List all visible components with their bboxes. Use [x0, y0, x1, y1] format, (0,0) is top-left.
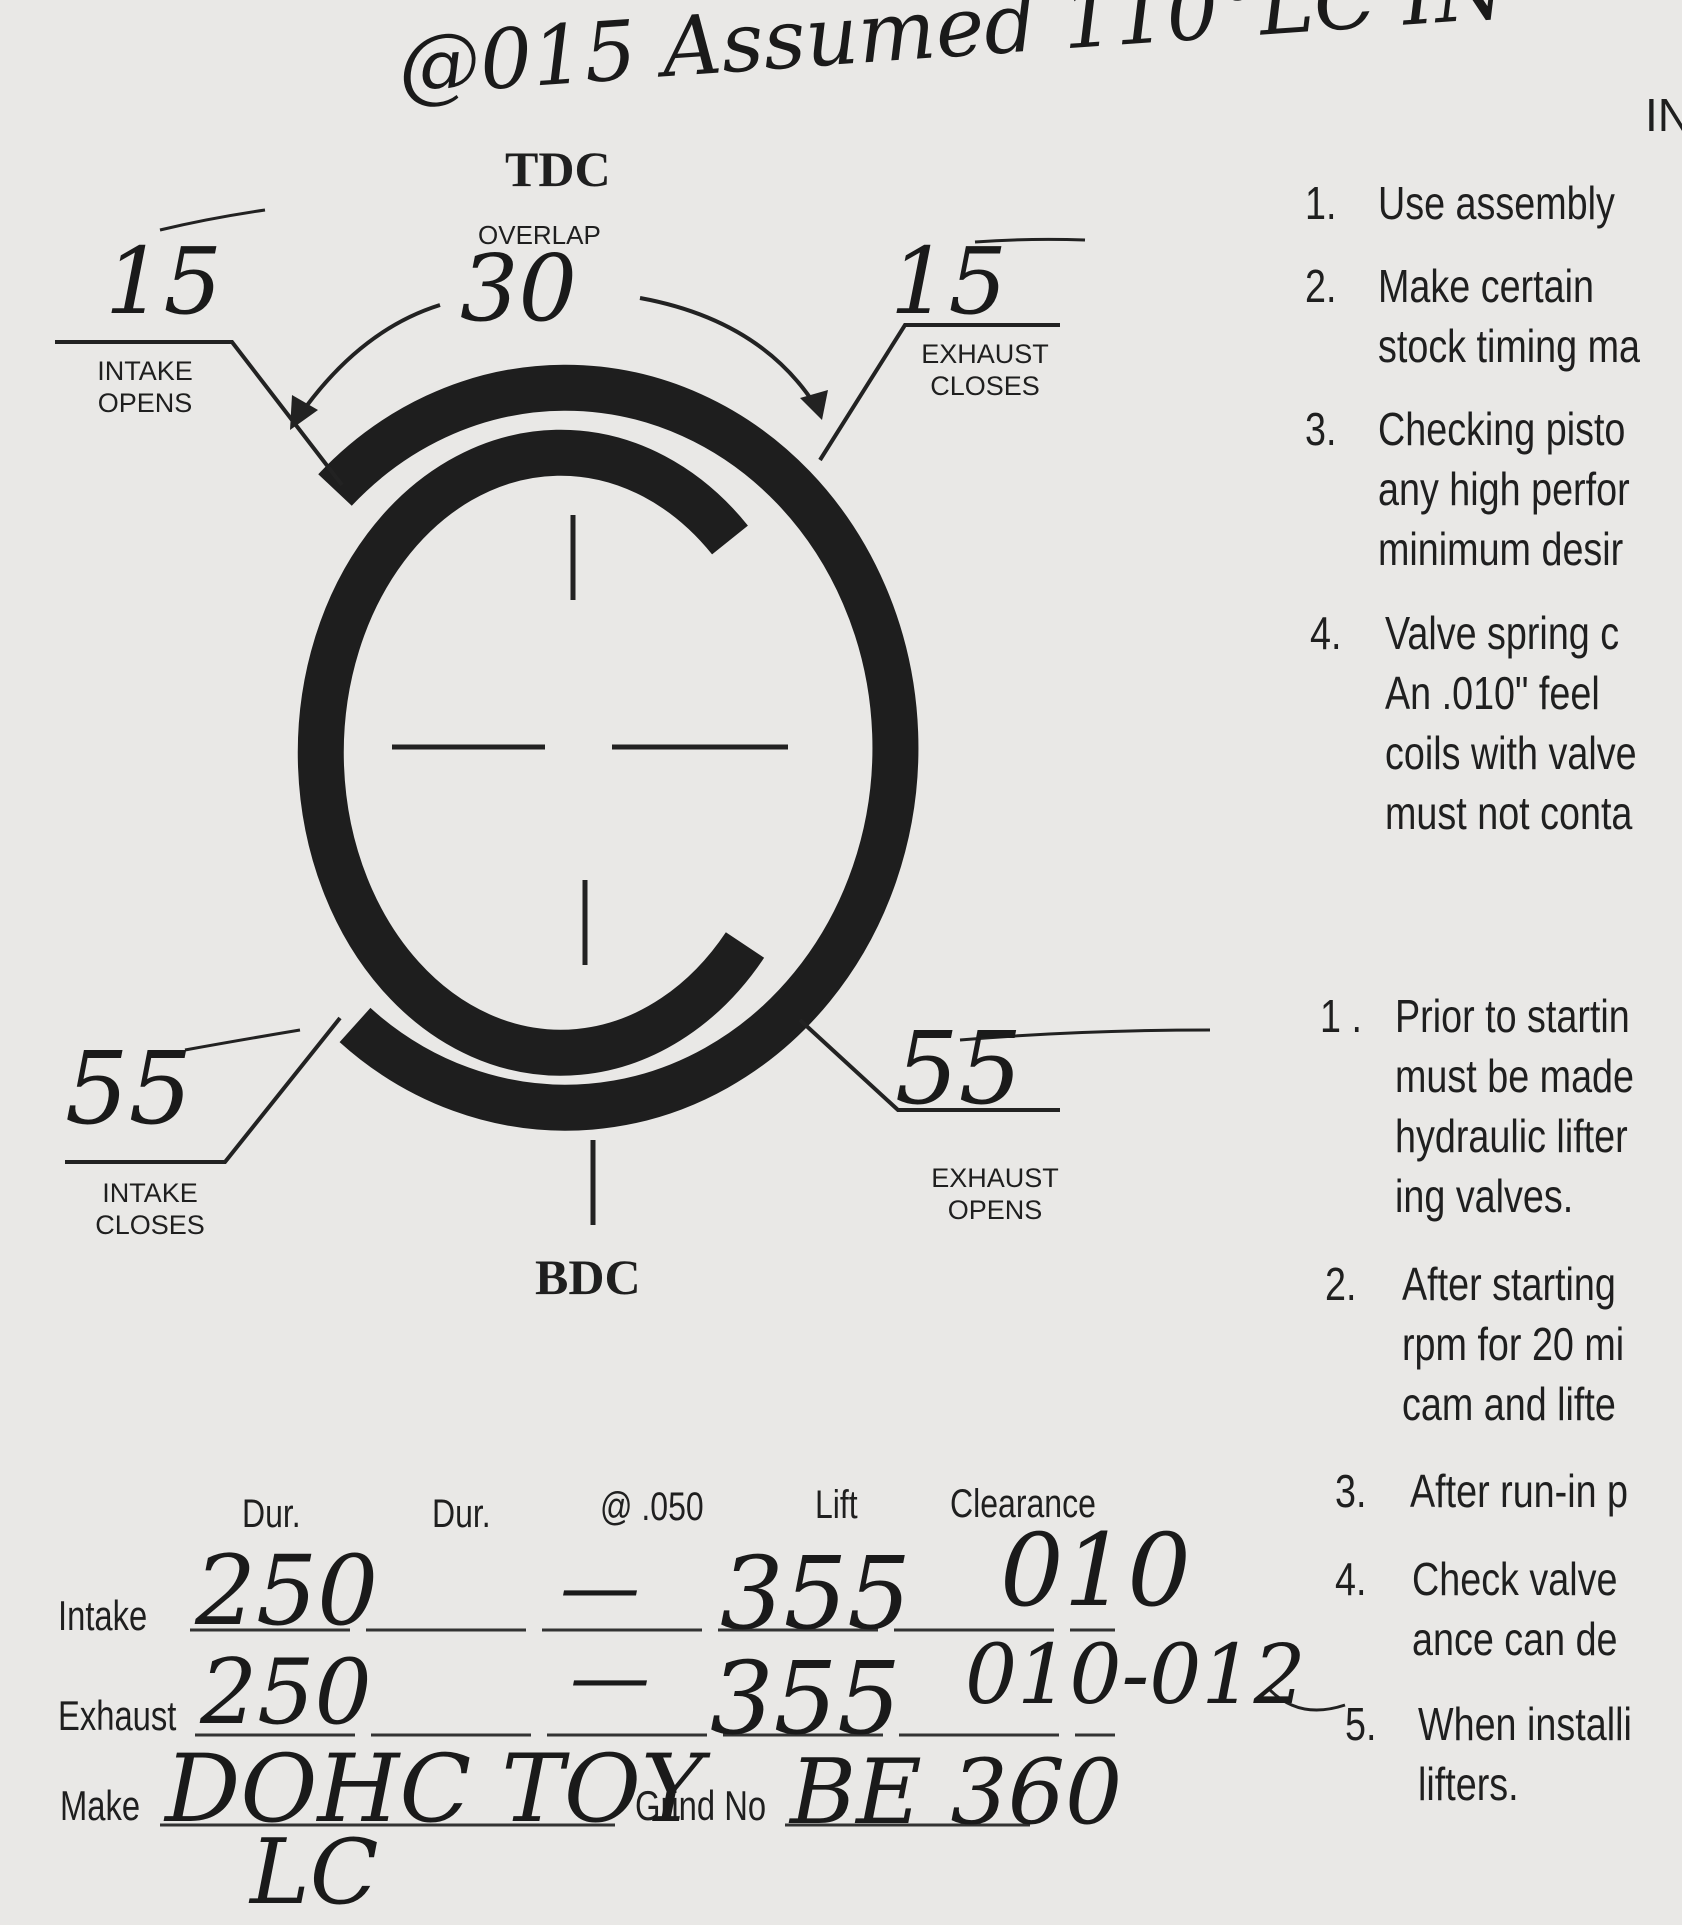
intake-closes-label: INTAKE CLOSES [95, 1178, 205, 1240]
instr-bot-2-num: 2. [1325, 1258, 1357, 1310]
instr-bot-5-line1: When installi [1418, 1698, 1632, 1750]
exhaust-dur050-value: — [570, 1630, 650, 1723]
grind-no-value: BE 360 [790, 1740, 1123, 1845]
instr-bot-1-line4: ing valves. [1395, 1170, 1574, 1222]
intake-opens-value: 15 [105, 228, 223, 335]
instr-bot-2-line1: After starting [1402, 1258, 1616, 1310]
exhaust-row-label: Exhaust [58, 1692, 177, 1739]
overlap-arrow-right [639, 296, 817, 407]
exhaust-ring [297, 429, 765, 1076]
hw-stroke-55-left [184, 1028, 301, 1052]
instr-top-3-line1: Checking pisto [1378, 403, 1626, 455]
overlap-arrowhead-right [800, 390, 828, 420]
instr-bot-3-line1: After run-in p [1410, 1465, 1629, 1517]
header-lift: Lift [815, 1483, 858, 1527]
intake-lift-value: 355 [720, 1535, 911, 1652]
instr-top-4-line4: must not conta [1385, 787, 1633, 839]
overlap-label: OVERLAP [478, 220, 601, 250]
header-partial: IN [1645, 89, 1682, 141]
instr-top-3-line3: minimum desir [1378, 523, 1624, 575]
exhaust-dur-value: 250 [200, 1640, 372, 1745]
instr-top-4-num: 4. [1310, 607, 1342, 659]
instr-bot-1-num: 1 . [1320, 990, 1362, 1042]
make-value-2: LC [250, 1820, 379, 1925]
intake-dur050-value: — [560, 1540, 640, 1633]
instr-bot-3-num: 3. [1335, 1465, 1367, 1517]
grind-no-label: Grind No [635, 1782, 767, 1829]
instr-bot-5-num: 5. [1345, 1698, 1377, 1750]
exhaust-opens-label: EXHAUST OPENS [931, 1163, 1059, 1225]
intake-ring [318, 364, 919, 1131]
exhaust-lift-value: 355 [710, 1640, 901, 1757]
overlap-value: 30 [460, 235, 578, 342]
instr-bot-4-line1: Check valve [1412, 1553, 1618, 1605]
instr-bot-1-line3: hydraulic lifter [1395, 1110, 1628, 1162]
instr-top-3-num: 3. [1305, 403, 1337, 455]
tdc-label: TDC [505, 141, 611, 197]
intake-opens-label: INTAKE OPENS [97, 356, 193, 418]
exhaust-closes-value: 15 [890, 228, 1008, 335]
instr-top-1-line1: Use assembly [1378, 177, 1615, 229]
exhaust-opens-leader [798, 1018, 1060, 1112]
exhaust-clearance-value: 010-012 [965, 1628, 1306, 1723]
instr-bot-2-line3: cam and lifte [1402, 1378, 1616, 1430]
intake-row-label: Intake [58, 1592, 148, 1639]
exhaust-opens-value: 55 [895, 1010, 1023, 1127]
header-dur-2: Dur. [432, 1492, 491, 1536]
hw-stroke-15-right [974, 237, 1086, 244]
instr-bot-1-line1: Prior to startin [1395, 990, 1630, 1042]
make-label: Make [60, 1782, 141, 1829]
instr-bot-4-num: 4. [1335, 1553, 1367, 1605]
instr-top-3-line2: any high perfor [1378, 463, 1630, 515]
header-at-050: @ .050 [600, 1485, 704, 1529]
intake-dur-value: 250 [195, 1535, 379, 1647]
instr-bot-2-line2: rpm for 20 mi [1402, 1318, 1625, 1370]
instr-top-2-line2: stock timing ma [1378, 320, 1641, 372]
instr-top-4-line1: Valve spring c [1385, 607, 1620, 659]
instr-bot-1-line2: must be made [1395, 1050, 1635, 1102]
overlap-arrow-left [298, 303, 441, 417]
instr-top-4-line3: coils with valve [1385, 727, 1637, 779]
intake-opens-leader [55, 340, 344, 487]
make-value: DOHC TOY [165, 1735, 704, 1844]
header-clearance: Clearance [950, 1482, 1096, 1526]
hw-stroke-55-right [959, 1028, 1211, 1042]
header-dur: Dur. [242, 1492, 301, 1536]
instr-top-1-num: 1. [1305, 177, 1337, 229]
instr-bot-4-line2: ance can de [1412, 1613, 1618, 1665]
hw-curl [1268, 1688, 1346, 1712]
intake-closes-leader [65, 1016, 342, 1164]
instr-top-2-line1: Make certain [1378, 260, 1594, 312]
intake-clearance-value: 010 [1000, 1512, 1191, 1629]
exhaust-closes-leader [818, 323, 1060, 462]
overlap-arrowhead-left [290, 395, 318, 430]
hw-stroke-15-left [159, 208, 266, 232]
instr-bot-5-line2: lifters. [1418, 1758, 1519, 1810]
exhaust-closes-label: EXHAUST CLOSES [921, 339, 1049, 401]
bdc-label: BDC [535, 1249, 641, 1305]
instr-top-4-line2: An .010" feel [1385, 667, 1600, 719]
instr-top-2-num: 2. [1305, 260, 1337, 312]
intake-closes-value: 55 [65, 1030, 193, 1147]
